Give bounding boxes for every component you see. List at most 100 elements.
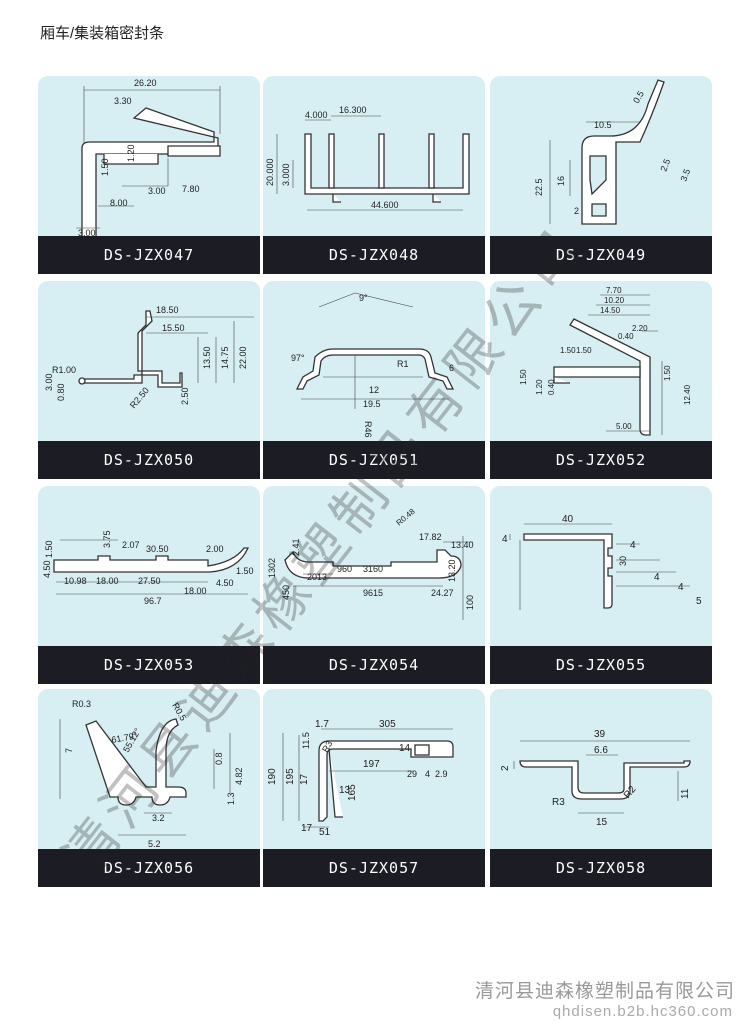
dim-label: 6 (449, 363, 454, 373)
dim-label: 30 (618, 556, 628, 566)
dim-label: 4.50 (216, 578, 234, 588)
dim-label: 2 (574, 206, 579, 216)
dim-label: 2013 (307, 572, 327, 582)
dim-label: 1.50 (576, 346, 592, 355)
dim-label: 97° (291, 353, 305, 363)
dim-label: 16 (556, 176, 566, 186)
dim-label: 14 (399, 743, 411, 754)
dim-label: 0.40 (547, 379, 556, 395)
dim-label: 1.50 (663, 365, 672, 381)
profile-drawing-jzx053: 1.50 3.75 2.07 30.50 2.00 4.50 10.98 18.… (42, 530, 254, 606)
profile-drawing-jzx056: R0.3 R0.5 7 61.79° 55.12° 0.8 4.82 1.3 3… (59, 699, 244, 849)
dim-label: 13.20 (447, 559, 457, 582)
dim-label: 1.3 (226, 792, 236, 805)
profile-drawing-jzx055: 40 4 4 30 4 4 5 (502, 514, 702, 610)
dim-label: 4.82 (234, 767, 244, 785)
dim-label: 2.9 (435, 769, 448, 779)
profile-drawing-jzx047: 26.20 3.30 1.20 1.50 3.00 7.80 8.00 3.00 (76, 78, 221, 236)
dim-label: 6.6 (594, 745, 608, 756)
dim-label: 2.20 (632, 324, 648, 333)
dim-label: 165 (347, 784, 358, 801)
dim-label: 4.000 (305, 110, 328, 120)
dim-label: 13 (339, 785, 351, 796)
profile-drawing-jzx049: 0.5 10.5 16 22.5 2.5 3.5 2 (534, 79, 692, 225)
dim-label: 14.50 (600, 306, 621, 315)
page-title: 厢车/集装箱密封条 (40, 25, 165, 42)
product-card-jzx058: 39 6.6 2 11 R3 R2 15 DS-JZX058 (490, 689, 712, 887)
product-code-label: DS-JZX057 (263, 849, 485, 887)
product-code-label: DS-JZX052 (490, 441, 712, 479)
dim-label: 3.000 (281, 163, 291, 186)
dim-label: 29 (407, 769, 417, 779)
dim-label: 2.50 (180, 387, 190, 405)
dim-label: 1.20 (535, 379, 544, 395)
dim-label: 3.00 (148, 186, 166, 196)
dim-label: 11 (680, 788, 691, 799)
dim-label: 16.300 (339, 105, 367, 115)
dim-label: 450 (281, 585, 291, 600)
profile-drawing-jzx058: 39 6.6 2 11 R3 R2 15 (500, 729, 691, 828)
dim-label: 0.80 (56, 383, 66, 401)
dim-label: 100 (465, 595, 475, 610)
dim-label: 18.00 (96, 576, 119, 586)
dim-label: 190 (267, 768, 278, 785)
dim-label: 1.50 (519, 369, 528, 385)
dim-label: R3 (552, 797, 565, 808)
dim-label: 2.00 (206, 544, 224, 554)
product-code-label: DS-JZX058 (490, 849, 712, 887)
dim-label: R1 (397, 359, 409, 369)
dim-label: 10.20 (604, 296, 625, 305)
footer-company: 清河县迪森橡塑制品有限公司 (474, 981, 735, 1002)
dim-label: 4 (630, 540, 636, 551)
dim-label: 3.00 (44, 373, 54, 391)
dim-label: 10.5 (594, 120, 612, 130)
dim-label: R46 (363, 421, 373, 438)
dim-label: 4.50 (42, 560, 52, 578)
dim-label: 7.70 (606, 286, 622, 295)
dim-label: 18.00 (184, 586, 207, 596)
dim-label: 5.2 (148, 839, 161, 849)
dim-label: 1302 (267, 558, 277, 578)
dim-label: 1.50 (560, 346, 576, 355)
dim-label: 22.00 (238, 346, 248, 369)
dim-label: 30.50 (146, 544, 169, 554)
dim-label: 27.50 (138, 576, 161, 586)
dim-label: R1.00 (52, 365, 76, 375)
profile-drawing-jzx050: 18.50 15.50 R1.00 13.50 14.75 22.00 3.00… (44, 305, 254, 410)
dim-label: 9615 (363, 588, 383, 598)
dim-label: 15.50 (162, 323, 185, 333)
dim-label: 1.50 (236, 566, 254, 576)
dim-label: 4 (678, 582, 684, 593)
dim-label: 19.5 (363, 399, 381, 409)
product-code-label: DS-JZX049 (490, 236, 712, 274)
profile-drawing-jzx051: 9° 97° R1 6 12 19.5 R46 (291, 292, 455, 438)
dim-label: 0.8 (214, 752, 224, 765)
dim-label: 12.40 (683, 384, 692, 405)
dim-label: R2.50 (128, 385, 151, 410)
dim-label: R0.48 (395, 507, 418, 528)
dim-label: 195 (285, 768, 296, 785)
dim-label: 17 (301, 823, 313, 834)
dim-label: 17 (299, 773, 310, 785)
dim-label: 15 (596, 817, 608, 828)
dim-label: 5.00 (616, 422, 632, 431)
dim-label: 12 (369, 385, 379, 395)
product-card-jzx048: 4.000 16.300 20.000 3.000 44.600 DS-JZX0… (263, 76, 485, 274)
dim-label: 0.40 (618, 332, 634, 341)
dim-label: 3.30 (114, 96, 132, 106)
dim-label: 4 (425, 769, 430, 779)
dim-label: 305 (379, 719, 396, 730)
dim-label: 4 (654, 572, 660, 583)
dim-label: 20.000 (265, 158, 275, 186)
profile-drawing-jzx057: 1.7 305 11.5 R3 14 190 195 17 13 165 197… (267, 719, 454, 838)
dim-label: 2 (500, 765, 511, 771)
product-code-label: DS-JZX053 (38, 646, 260, 684)
dim-label: 24.27 (431, 588, 454, 598)
product-card-jzx049: 0.5 10.5 16 22.5 2.5 3.5 2 DS-JZX049 (490, 76, 712, 274)
dim-label: 11.5 (301, 732, 311, 749)
dim-label: R3 (320, 739, 334, 754)
dim-label: 5 (696, 596, 702, 607)
dim-label: 51 (319, 827, 331, 838)
product-code-label: DS-JZX054 (263, 646, 485, 684)
product-card-jzx047: 26.20 3.30 1.20 1.50 3.00 7.80 8.00 3.00… (38, 76, 260, 274)
